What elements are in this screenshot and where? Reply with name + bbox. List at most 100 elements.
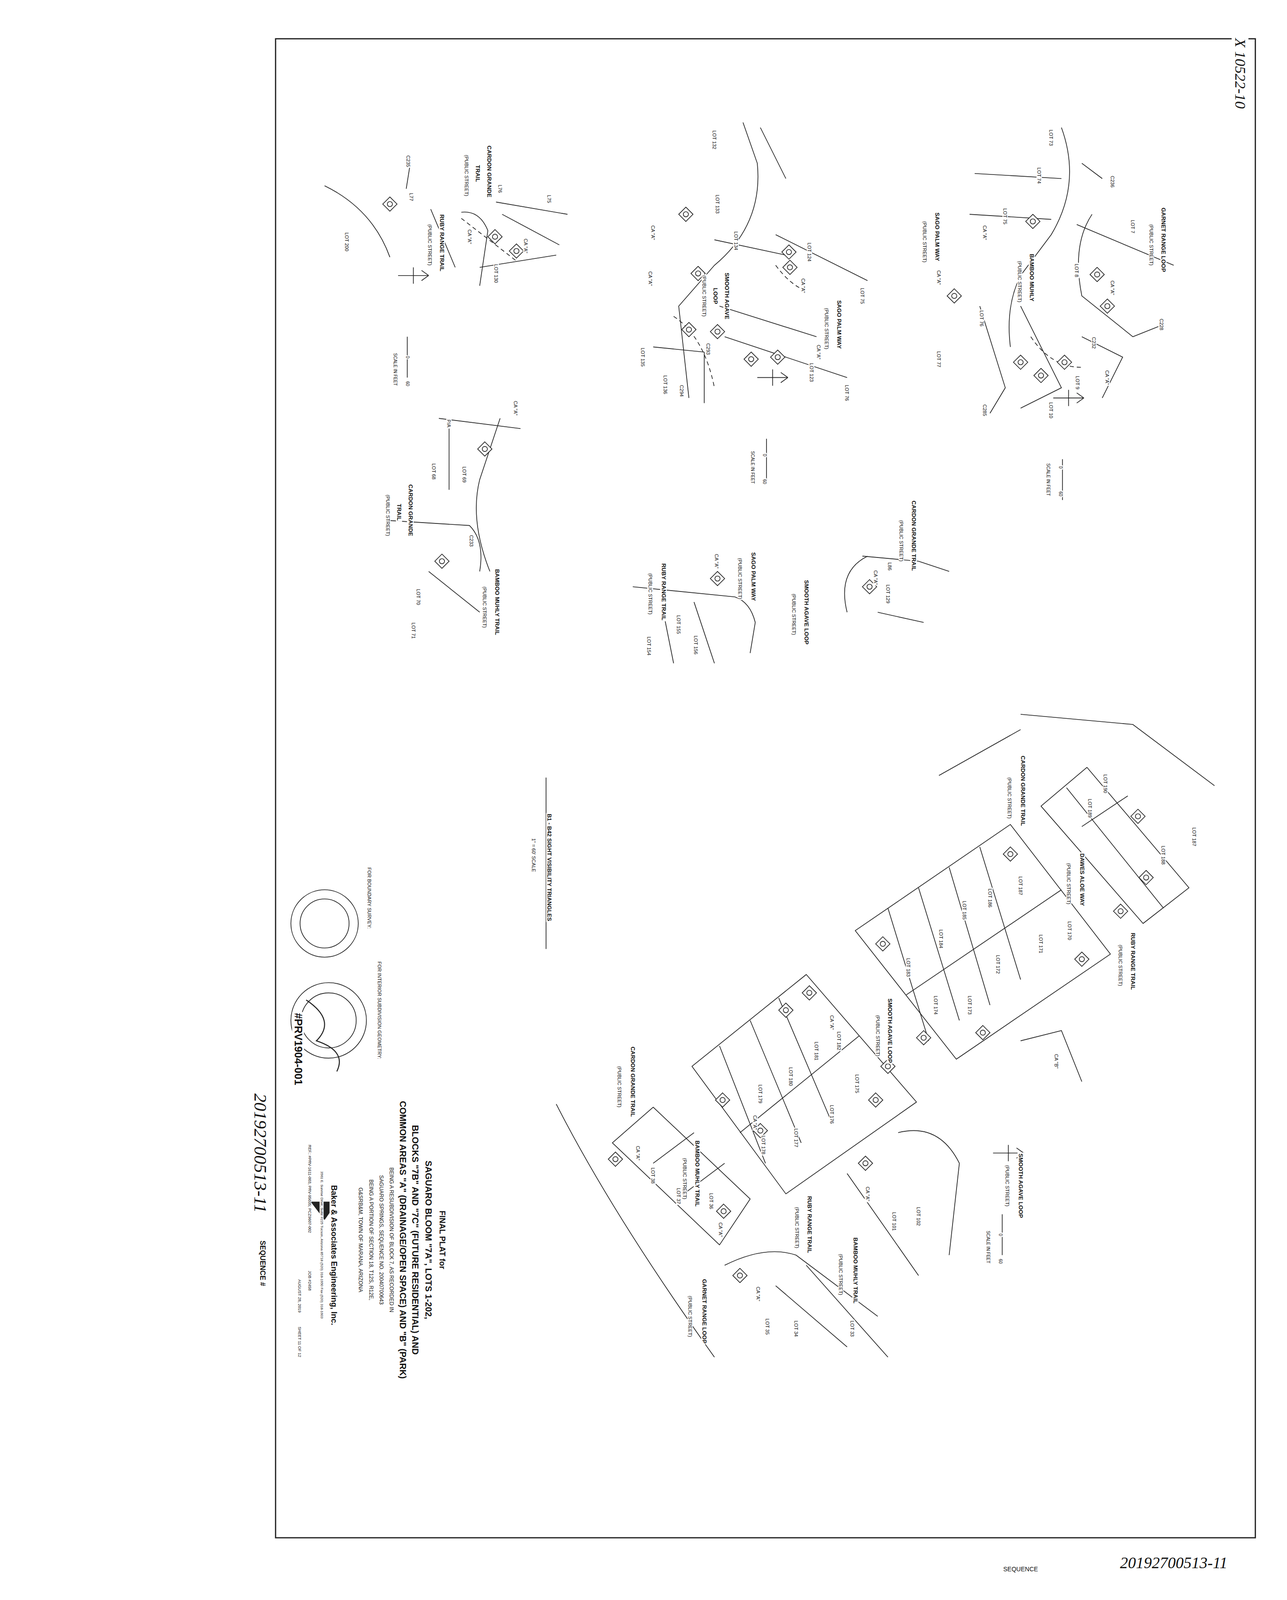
diamond-marker — [434, 554, 449, 569]
street-name: GARNET RANGE LOOP — [1160, 206, 1167, 274]
plat-label: LOT 177 — [793, 1127, 799, 1149]
plat-label: LOT 34 — [793, 1319, 799, 1338]
plat-label: L86 — [887, 561, 893, 572]
plat-label: (PUBLIC STREET) — [823, 307, 830, 351]
plat-label: CA "A" — [829, 1014, 835, 1031]
street-name: TRAIL — [395, 503, 403, 522]
diamond-dot — [686, 326, 692, 333]
title-line: SAGUARO BLOOM "7A", LOTS 1-202, — [423, 1159, 434, 1321]
sight-triangle-markers — [382, 197, 1154, 1284]
plat-label: LOT 200 — [344, 231, 350, 253]
plat-label: LOT 75 — [859, 287, 866, 306]
plat-label: BEING A PORTION OF SECTION 18, T12S, R12… — [367, 1178, 374, 1302]
diamond-marker — [509, 243, 524, 259]
plat-label: C235 — [405, 154, 411, 168]
plat-label: G&SRB&M, TOWN OF MARANA, ARIZONA — [357, 1186, 364, 1294]
street-name: BAMBOO MUHLY — [1028, 252, 1035, 303]
plat-label: LOT 133 — [714, 193, 721, 215]
plat-label: (PUBLIC STREET) — [701, 274, 707, 318]
plat-label: LOT 171 — [1038, 933, 1044, 955]
diamond-dot — [748, 356, 754, 362]
diamond-marker — [1100, 299, 1115, 314]
diamond-marker — [947, 288, 962, 304]
plat-label: (PUBLIC STREET) — [1117, 944, 1124, 988]
diamond-marker — [487, 229, 502, 244]
plat-label: LOT 70 — [415, 588, 422, 607]
diamond-marker — [1074, 952, 1089, 967]
plat-label: LOT 124 — [806, 241, 813, 263]
diamond-marker — [770, 349, 785, 365]
plat-label: (PUBLIC STREET) — [463, 154, 470, 198]
plat-label: (PUBLIC STREET) — [737, 557, 743, 601]
diamond-dot — [1079, 956, 1085, 963]
plat-label: SCALE IN FEET — [985, 1230, 991, 1265]
sheet-border — [275, 38, 1256, 1538]
plat-label: (PUBLIC STREET) — [875, 1014, 881, 1058]
diamond-marker — [781, 244, 796, 259]
plat-label: CA "A" — [936, 269, 942, 286]
diamond-dot — [714, 576, 721, 582]
plat-label: (PUBLIC STREET) — [616, 1065, 623, 1109]
street-name: RUBY RANGE TRAIL — [806, 1195, 813, 1255]
plat-label: CA "A" — [717, 1221, 724, 1238]
plat-label: (PUBLIC STREET) — [922, 220, 928, 264]
diamond-dot — [980, 1030, 986, 1036]
north-arrow — [398, 267, 429, 378]
plat-label: LOT 74 — [1036, 166, 1042, 185]
diamond-dot — [866, 584, 873, 590]
plat-label: LOT 73 — [1048, 129, 1054, 148]
plat-label: 3561 E. Sunrise Drive, Suite #225 Tucson… — [319, 1170, 324, 1321]
plat-label: LOT 76 — [979, 309, 985, 328]
plat-label: (PUBLIC STREET) — [1148, 223, 1155, 267]
street-name: GARNET RANGE LOOP — [701, 1278, 708, 1345]
plat-label: (PUBLIC STREET) — [427, 223, 433, 267]
diamond-dot — [1062, 359, 1068, 365]
plat-title: FINAL PLAT for — [437, 1210, 447, 1271]
plat-label: (PUBLIC STREET) — [794, 1206, 800, 1250]
rotated-sheet: FINAL PLAT for CARDON GRANDE TRAIL (PUBLIC … — [275, 38, 1256, 1538]
diamond-dot — [921, 1035, 927, 1041]
diamond-dot — [862, 1161, 869, 1167]
diamond-marker — [716, 1204, 731, 1219]
plat-label: CA "A" — [816, 344, 822, 361]
plat-label: FOR BOUNDARY SURVEY: — [366, 866, 373, 930]
diamond-dot — [885, 1063, 891, 1070]
diamond-dot — [787, 264, 793, 270]
street-name: CARDON GRANDE — [485, 144, 492, 199]
plat-label: 1" = 60' SCALE — [531, 837, 537, 874]
diamond-dot — [757, 1128, 764, 1134]
handwritten-number: 20192700513-11 — [250, 1092, 270, 1214]
title-line: Baker & Associates Engineering, Inc. — [329, 1184, 339, 1327]
plat-label: LOT 71 — [410, 621, 417, 640]
plat-label: LOT 179 — [757, 1083, 764, 1105]
diamond-dot — [612, 1156, 619, 1162]
street-name: SMOOTH AGAVE — [723, 271, 730, 320]
plat-label: CA "A" — [523, 237, 529, 255]
diamond-dot — [806, 990, 813, 996]
plat-label: LOT 123 — [808, 362, 814, 384]
plat-label: LOT 101 — [891, 1211, 897, 1233]
street-name: RUBY RANGE TRAIL — [438, 213, 445, 273]
plat-label: (PUBLIC STREET) — [1004, 1164, 1010, 1208]
street-name: BAMBOO MUHLY TRAIL — [694, 1139, 701, 1208]
plat-label: LOT 190 — [1102, 773, 1109, 795]
plat-label: LOT 37 — [675, 1187, 682, 1206]
plat-label: (PUBLIC STREET) — [482, 585, 488, 630]
plat-label: BEING A RESUBDIVISION OF BLOCK 7, AS REC… — [387, 1166, 394, 1314]
street-name: CARDON GRANDE TRAIL — [1019, 755, 1026, 828]
cluster-f — [844, 556, 950, 623]
plat-label: CA "A" — [713, 553, 720, 570]
diamond-marker — [858, 1156, 873, 1171]
plat-label: LOT 187 — [1191, 826, 1197, 848]
diamond-marker — [744, 352, 759, 367]
north-arrow — [757, 369, 788, 480]
plat-label: (PUBLIC STREET) — [1006, 776, 1013, 821]
diamond-dot — [786, 249, 792, 255]
plat-label: C285 — [982, 403, 988, 417]
plat-label: LOT 10 — [1048, 401, 1054, 420]
diamond-dot — [873, 1097, 879, 1103]
diamond-marker — [868, 1093, 883, 1108]
plat-label: 60 — [762, 478, 767, 486]
street-name: BAMBOO MUHLY TRAIL — [493, 568, 501, 637]
